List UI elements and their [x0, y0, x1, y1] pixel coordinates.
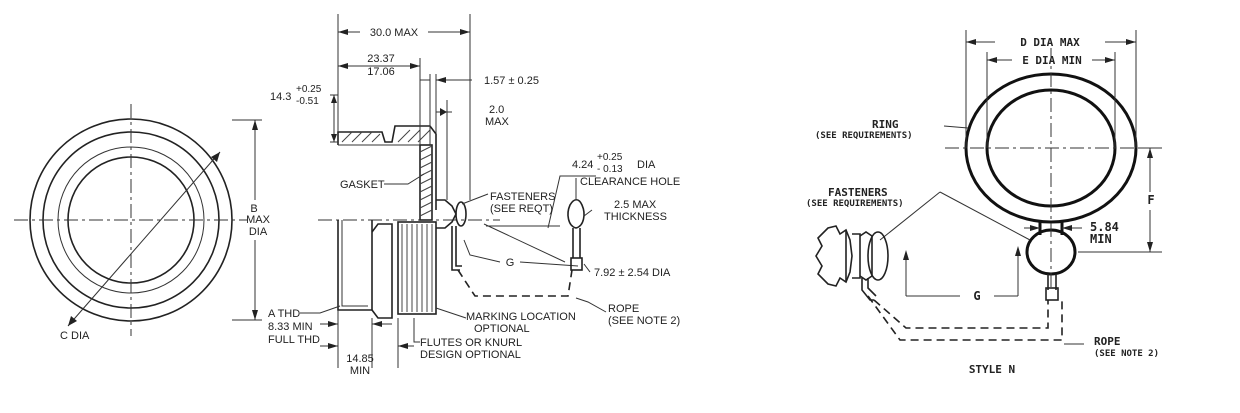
min-label-right: MIN — [1090, 232, 1112, 246]
fasteners-label-right: FASTENERS — [828, 186, 888, 199]
side-view-dimensions — [300, 14, 607, 368]
min-length-label: MIN — [350, 365, 370, 377]
style-n-drawing — [815, 30, 1162, 345]
side-view-body — [318, 125, 500, 319]
thread-label: A THD — [268, 308, 300, 320]
end-view — [14, 104, 248, 336]
e-dia-label: E DIA MIN — [1022, 54, 1082, 67]
length-17-label: 17.06 — [367, 66, 395, 78]
b-label: B — [250, 203, 257, 215]
height-tol-plus: +0.25 — [296, 84, 322, 95]
hole-dia: DIA — [637, 159, 656, 171]
g-label-left: G — [506, 257, 515, 269]
marking-label: MARKING LOCATION — [466, 311, 576, 323]
thickness-value: 2.5 MAX — [614, 199, 657, 211]
d-dia-label: D DIA MAX — [1020, 36, 1080, 49]
f-label: F — [1147, 193, 1154, 207]
g-label-right: G — [973, 289, 980, 303]
rope-note-right: (SEE NOTE 2) — [1094, 349, 1159, 359]
rope-note: (SEE NOTE 2) — [608, 315, 680, 327]
min-value-right: 5.84 — [1090, 220, 1119, 234]
flutes-label: FLUTES OR KNURL — [420, 337, 522, 349]
style-label: STYLE N — [969, 363, 1015, 376]
length-23-label: 23.37 — [367, 53, 395, 65]
ring-eyelet — [567, 178, 585, 271]
rope-left — [457, 269, 573, 297]
gasket-label: GASKET — [340, 179, 385, 191]
hole-value: 4.24 — [572, 159, 593, 171]
clearance-hole-label: CLEARANCE HOLE — [580, 176, 680, 188]
min-length-value: 14.85 — [346, 353, 374, 365]
rope-label-right: ROPE — [1094, 335, 1121, 348]
thickness-label: THICKNESS — [604, 211, 667, 223]
b-dia-label: DIA — [249, 226, 268, 238]
gap-max: MAX — [485, 116, 510, 128]
flange-offset-label: 1.57 ± 0.25 — [484, 75, 539, 87]
height-tol-minus: -0.51 — [296, 96, 319, 107]
ring-note: (SEE REQUIREMENTS) — [815, 131, 913, 141]
height-value: 14.3 — [270, 91, 291, 103]
rope-label: ROPE — [608, 303, 639, 315]
ring-dia-label: 7.92 ± 2.54 DIA — [594, 267, 671, 279]
fasteners-note: (SEE REQT) — [490, 203, 553, 215]
gap-value: 2.0 — [489, 104, 504, 116]
b-max-label: MAX — [246, 214, 271, 226]
thread-full: FULL THD — [268, 334, 320, 346]
hole-tol-minus: - 0.13 — [597, 164, 623, 175]
marking-note: OPTIONAL — [474, 323, 530, 335]
overall-length-label: 30.0 MAX — [370, 27, 419, 39]
hole-tol-plus: +0.25 — [597, 152, 623, 163]
fasteners-label: FASTENERS — [490, 191, 555, 203]
thread-min: 8.33 MIN — [268, 321, 313, 333]
flutes-note: DESIGN OPTIONAL — [420, 349, 521, 361]
ring-label: RING — [872, 118, 899, 131]
fasteners-note-right: (SEE REQUIREMENTS) — [806, 199, 904, 209]
c-dia-label: C DIA — [60, 330, 90, 342]
b-dimension — [232, 119, 262, 321]
